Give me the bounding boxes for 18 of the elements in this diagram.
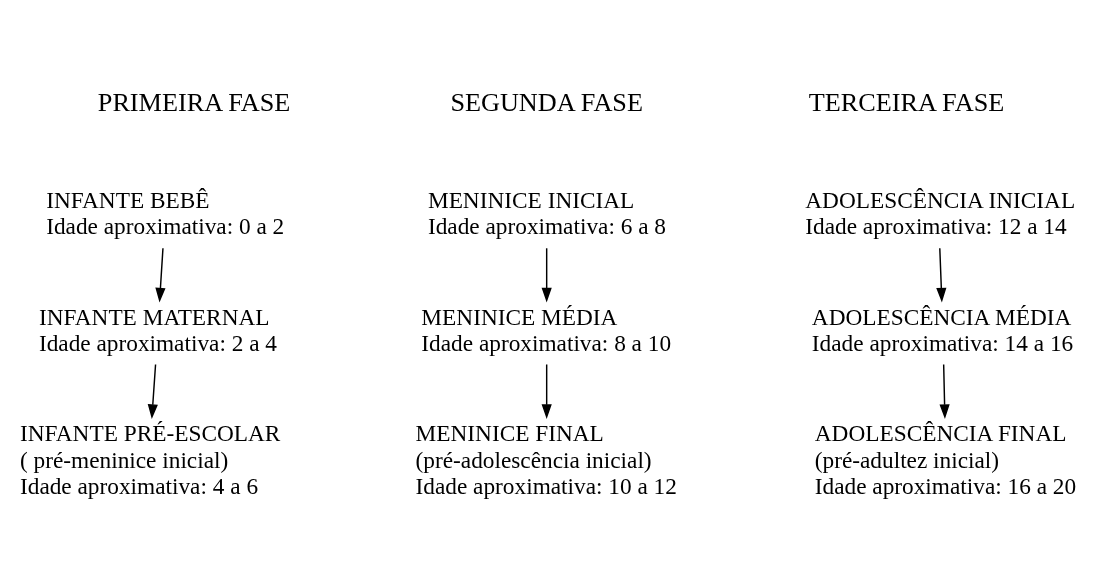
node-text: ADOLESCÊNCIA MÉDIA Idade aproximativa: 14 a 16 — [811, 303, 1074, 356]
arrow — [936, 247, 947, 302]
label: PRIMEIRA FASE — [97, 87, 291, 117]
node-text: INFANTE BEBÊ Idade aproximativa: 0 a 2 — [46, 186, 285, 239]
arrow — [939, 363, 950, 419]
arrow — [155, 247, 166, 302]
label: TERCEIRA FASE — [808, 87, 1005, 117]
arrow — [541, 363, 552, 419]
arrow — [541, 247, 552, 302]
node-text: ADOLESCÊNCIA FINAL (pré-adultez inicial) Idade aproximativa: 16 a 20 — [814, 419, 1077, 499]
node-text: INFANTE MATERNAL Idade aproximativa: 2 a 4 — [38, 303, 277, 356]
arrow — [147, 363, 158, 419]
node-text: MENINICE MÉDIA Idade aproximativa: 8 a 10 — [421, 303, 672, 356]
node-text: INFANTE PRÉ-ESCOLAR ( pré-meninice inicial) Idade aproximativa: 4 a 6 — [19, 419, 281, 499]
node-text: MENINICE FINAL (pré-adolescência inicial) Idade aproximativa: 10 a 12 — [415, 419, 677, 499]
label: SEGUNDA FASE — [450, 87, 643, 117]
node-text: ADOLESCÊNCIA INICIAL Idade aproximativa: 12 a 14 — [805, 186, 1076, 239]
node-text: MENINICE INICIAL Idade aproximativa: 6 a 8 — [427, 186, 666, 239]
